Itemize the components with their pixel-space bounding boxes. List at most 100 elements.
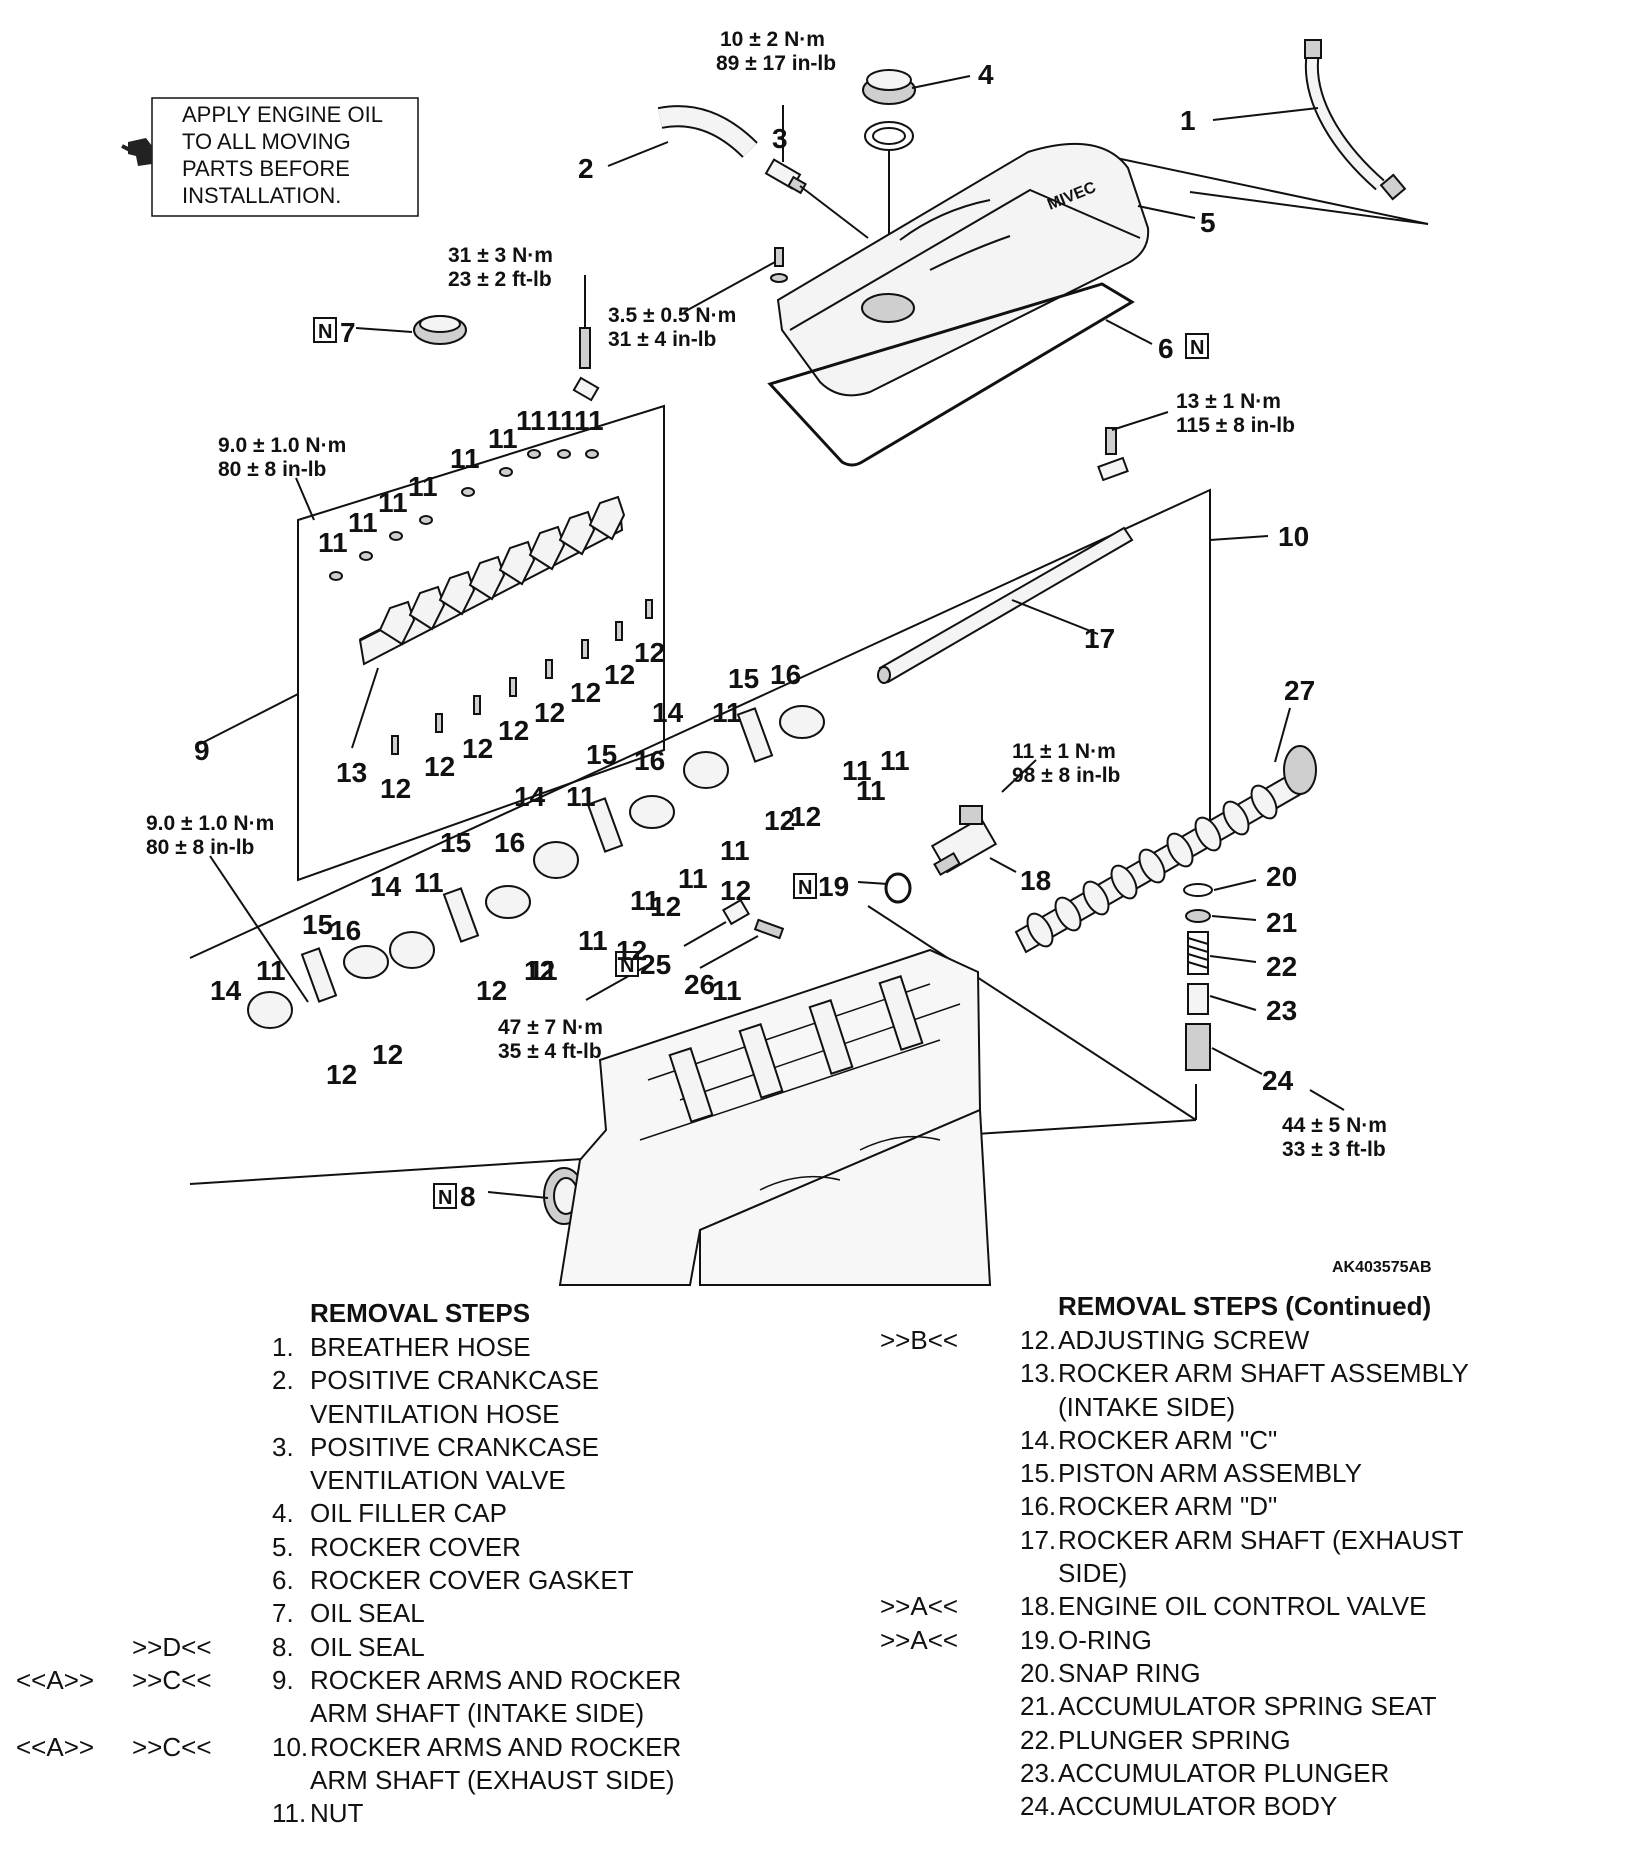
svg-text:N: N — [318, 321, 332, 343]
step-text: BREATHER HOSE — [310, 1332, 531, 1362]
step-text: ROCKER COVER — [310, 1531, 521, 1562]
removal-steps-continued-title: REMOVAL STEPS (Continued) — [1058, 1291, 1432, 1321]
removal_steps-step: <<A>>>>C<<10.ROCKER ARMS AND ROCKER ARM … — [16, 1731, 681, 1798]
torque-pcv-valve: 10 ± 2 N·m 89 ± 17 in-lb — [716, 28, 836, 75]
svg-text:N: N — [1190, 337, 1204, 359]
reference-mark: >>D<< — [132, 1631, 212, 1662]
adjusting-screw — [545, 659, 553, 679]
new-part-mark-8: N — [433, 1183, 457, 1209]
step-text: ROCKER ARM "D" — [1058, 1491, 1278, 1522]
callout-16: 16 — [330, 915, 361, 946]
callout-11: 11 — [408, 471, 438, 502]
reference-mark: >>C<< — [132, 1664, 212, 1695]
step-text: ENGINE OIL CONTROL VALVE — [1058, 1591, 1427, 1622]
step-number: 17. — [1020, 1524, 1057, 1555]
torque-bracket-bolt: 31 ± 3 N·m 23 ± 2 ft-lb — [448, 244, 553, 291]
step-number: 14. — [1020, 1424, 1057, 1455]
callout-15: 15 — [586, 739, 617, 770]
removal_steps_continued-step: 20.SNAP RING — [1020, 1657, 1469, 1690]
callout-12: 12 — [650, 891, 681, 922]
step-text: ROCKER ARM SHAFT (EXHAUST SIDE) — [1058, 1524, 1464, 1589]
adjusting-screw — [615, 621, 623, 641]
removal_steps-step: 5. ROCKER COVER — [272, 1531, 681, 1564]
svg-text:11 ± 1 N·m: 11 ± 1 N·m — [1012, 740, 1116, 763]
camshaft — [1014, 745, 1317, 954]
callout-17: 17 — [1084, 623, 1115, 654]
callout-11: 11 — [528, 955, 558, 986]
exhaust-rocker-shaft — [877, 526, 1134, 684]
new-part-mark-25: N — [615, 951, 639, 977]
callout-12: 12 — [720, 875, 751, 906]
callout-27: 27 — [1284, 675, 1315, 706]
removal_steps_continued-step: >>A<<18.ENGINE OIL CONTROL VALVE — [880, 1590, 1469, 1623]
callout-24: 24 — [1262, 1065, 1294, 1096]
torque-exhaust-nut: 9.0 ± 1.0 N·m 80 ± 8 in-lb — [146, 812, 274, 859]
adjusting-screw — [391, 735, 399, 755]
breather-hose — [1304, 39, 1407, 201]
callout-12: 12 — [790, 801, 821, 832]
step-number: 9. — [272, 1664, 294, 1695]
note-line-4: INSTALLATION. — [182, 183, 341, 208]
pcv-hose — [657, 105, 758, 158]
removal_steps-step: 7.OIL SEAL — [272, 1597, 681, 1630]
o-ring — [884, 872, 912, 904]
callout-4: 4 — [978, 59, 994, 90]
callout-1: 1 — [1180, 105, 1196, 136]
note-line-2: TO ALL MOVING — [182, 129, 351, 154]
step-text: PLUNGER SPRING — [1058, 1724, 1291, 1755]
oil-filler-cap — [862, 69, 916, 151]
removal_steps_continued-step: >>A<<19.O-RING — [880, 1624, 1469, 1657]
nut — [419, 515, 433, 525]
callout-18: 18 — [1020, 865, 1051, 896]
callout-11: 11 — [720, 835, 750, 866]
removal_steps_continued-step: 22.PLUNGER SPRING — [1020, 1724, 1469, 1757]
removal_steps_continued-step: 15.PISTON ARM ASSEMBLY — [1020, 1457, 1469, 1490]
step-number: 5. — [272, 1531, 294, 1562]
svg-text:80 ± 8 in-lb: 80 ± 8 in-lb — [218, 458, 326, 481]
removal_steps-step: 2.POSITIVE CRANKCASE VENTILATION HOSE — [272, 1364, 681, 1431]
callout-12: 12 — [476, 975, 507, 1006]
callout-11: 11 — [574, 405, 604, 436]
svg-text:44 ± 5 N·m: 44 ± 5 N·m — [1282, 1114, 1387, 1137]
removal_steps-step: >>D<<8.OIL SEAL — [132, 1631, 681, 1664]
callout-12: 12 — [524, 955, 555, 986]
callout-5: 5 — [1200, 207, 1216, 238]
callout-21: 21 — [1266, 907, 1297, 938]
reference-mark: >>A<< — [880, 1591, 959, 1622]
removal_steps_continued-step: 14.ROCKER ARM "C" — [1020, 1424, 1469, 1457]
callout-6: 6 — [1158, 333, 1174, 364]
nut — [359, 551, 373, 561]
step-number: 23. — [1020, 1757, 1057, 1788]
callout-11: 11 — [880, 745, 910, 776]
reference-mark: >>C<< — [132, 1731, 212, 1762]
removal_steps_continued-step: 21.ACCUMULATOR SPRING SEAT — [1020, 1690, 1469, 1723]
removal_steps_continued-step: 24.ACCUMULATOR BODY — [1020, 1790, 1469, 1823]
removal_steps_continued-step: 16.ROCKER ARM "D" — [1020, 1490, 1469, 1523]
bracket-bolt — [572, 327, 600, 402]
oil-can-icon — [121, 138, 152, 166]
intake-rocker-shaft-assembly — [358, 495, 626, 666]
removal_steps-step: 3.POSITIVE CRANKCASE VENTILATION VALVE — [272, 1431, 681, 1498]
removal_steps_continued-step: 13.ROCKER ARM SHAFT ASSEMBLY (INTAKE SID… — [1020, 1357, 1469, 1424]
svg-text:23 ± 2 ft-lb: 23 ± 2 ft-lb — [448, 268, 552, 291]
step-text: OIL SEAL — [310, 1631, 425, 1662]
svg-text:115 ± 8 in-lb: 115 ± 8 in-lb — [1176, 414, 1295, 437]
step-text: O-RING — [1058, 1624, 1152, 1655]
torque-plug: 47 ± 7 N·m 35 ± 4 ft-lb — [498, 1016, 603, 1063]
callout-12: 12 — [380, 773, 411, 804]
callout-16: 16 — [770, 659, 801, 690]
step-text: OIL FILLER CAP — [310, 1498, 507, 1529]
svg-text:89 ± 17 in-lb: 89 ± 17 in-lb — [716, 52, 836, 75]
callout-13: 13 — [336, 757, 367, 788]
removal_steps-step: <<A>>>>C<<9.ROCKER ARMS AND ROCKER ARM S… — [16, 1664, 681, 1731]
cylinder-head — [558, 948, 992, 1286]
reference-mark: <<A>> — [16, 1731, 95, 1762]
callout-14: 14 — [210, 975, 242, 1006]
removal_steps-step: 11.NUT — [272, 1797, 681, 1830]
rocker-cover-gasket — [767, 282, 1135, 467]
callout-12: 12 — [372, 1039, 403, 1070]
new-part-mark-6: N — [1185, 333, 1209, 359]
oil-note: APPLY ENGINE OIL TO ALL MOVING PARTS BEF… — [121, 97, 419, 217]
